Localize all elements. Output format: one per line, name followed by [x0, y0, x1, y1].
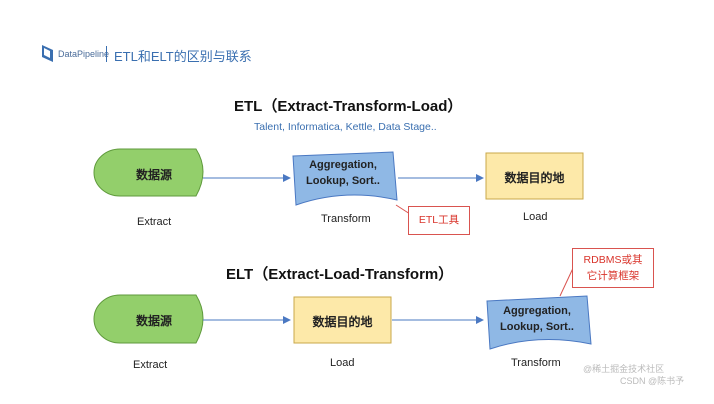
elt-source-shape: [93, 294, 204, 344]
elt-source-label: 数据源: [135, 314, 172, 328]
elt-callout-line1: RDBMS或其: [583, 254, 643, 266]
etl-target-label: 数据目的地: [504, 171, 565, 185]
etl-tool-callout: ETL工具: [408, 206, 470, 235]
etl-transform-line2: Lookup, Sort..: [306, 175, 380, 187]
logo-text: DataPipeline: [58, 49, 110, 59]
etl-tools-line: Talent, Informatica, Kettle, Data Stage.…: [254, 121, 437, 133]
elt-heading: ELT（Extract-Load-Transform）: [226, 266, 454, 283]
watermark-line2: CSDN @陈书予: [620, 376, 685, 386]
etl-source-label: 数据源: [135, 168, 172, 182]
etl-load-label: Load: [523, 211, 548, 223]
elt-target-label: 数据目的地: [312, 315, 373, 329]
elt-callout-line2: 它计算框架: [586, 270, 640, 282]
etl-extract-label: Extract: [137, 216, 172, 228]
elt-load-label: Load: [330, 357, 355, 369]
etl-target-shape: [485, 152, 584, 200]
elt-transform-shape: [486, 295, 592, 350]
header-divider: [106, 46, 107, 62]
elt-transform-line2: Lookup, Sort..: [500, 321, 574, 333]
etl-heading: ETL（Extract-Transform-Load）: [234, 98, 463, 115]
elt-transform-line1: Aggregation,: [503, 305, 571, 317]
elt-transform-label: Transform: [511, 357, 561, 369]
elt-callout-pointer: [559, 265, 575, 297]
elt-target-shape: [293, 296, 392, 344]
etl-transform-shape: [292, 151, 398, 206]
datapipeline-logo-icon: [42, 45, 53, 62]
elt-compute-callout: RDBMS或其 它计算框架: [572, 248, 654, 288]
etl-transform-line1: Aggregation,: [309, 159, 377, 171]
elt-extract-label: Extract: [133, 359, 168, 371]
etl-source-shape: [93, 148, 204, 197]
etl-callout-pointer: [395, 204, 411, 215]
page-title: ETL和ELT的区别与联系: [114, 49, 252, 64]
etl-transform-label: Transform: [321, 213, 371, 225]
watermark-line1: @稀土掘金技术社区: [583, 364, 665, 374]
